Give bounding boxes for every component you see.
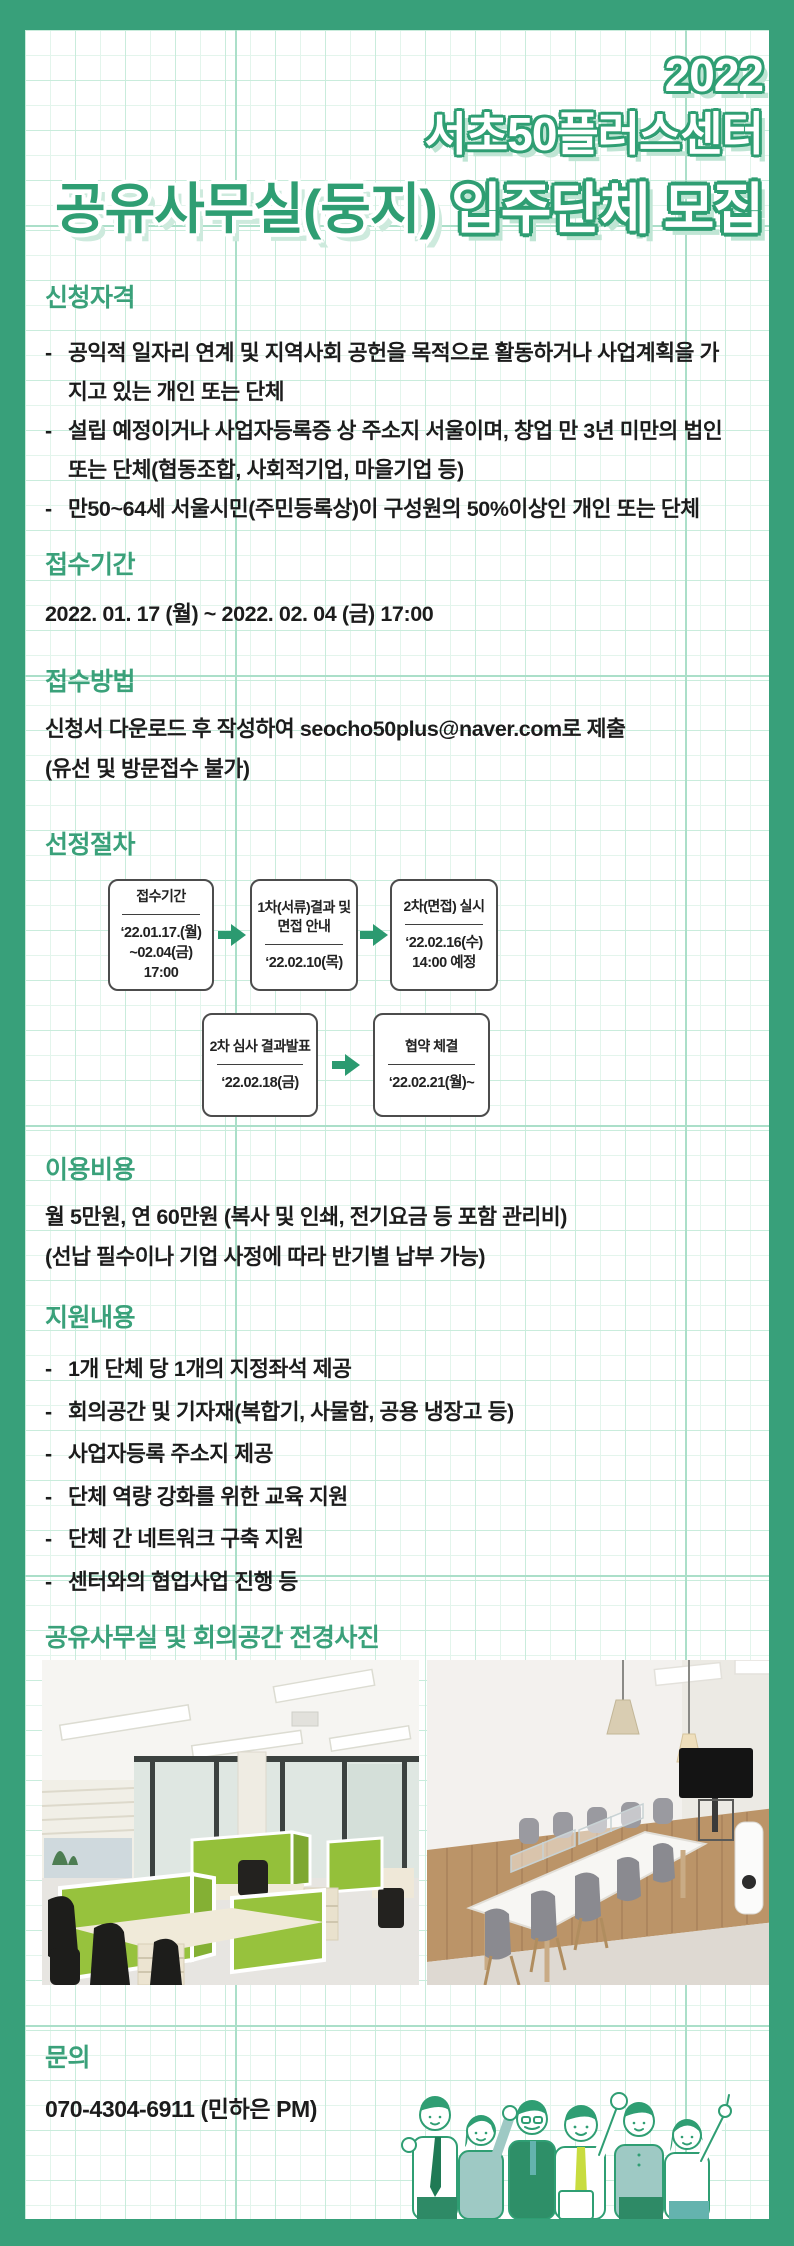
process-flow-row-2: 2차 심사 결과발표 ‘22.02.18(금) 협약 체결 ‘22.02.21(… bbox=[202, 1013, 749, 1117]
bullet-dash: - bbox=[45, 1357, 52, 1381]
hero-title-main: 공유사무실(둥지) bbox=[54, 178, 438, 240]
bullet-dash: - bbox=[45, 341, 52, 365]
period-heading: 접수기간 bbox=[45, 551, 136, 579]
hero-year: 2022 bbox=[664, 49, 764, 101]
process-step-1: 접수기간 ‘22.01.17.(월) ~02.04(금) 17:00 bbox=[108, 879, 214, 991]
contact-phone: 070-4304-6911 (민하은 PM) bbox=[45, 2096, 318, 2122]
process-step-4: 2차 심사 결과발표 ‘22.02.18(금) bbox=[202, 1013, 318, 1117]
meeting-room-photo bbox=[427, 1660, 769, 1985]
cost-heading: 이용비용 bbox=[45, 1156, 136, 1184]
list-item: -1개 단체 당 1개의 지정좌석 제공 bbox=[45, 1348, 749, 1391]
divider bbox=[264, 943, 344, 945]
bullet-dash: - bbox=[45, 1484, 52, 1509]
divider bbox=[388, 1064, 475, 1065]
list-item: -공익적 일자리 연계 및 지역사회 공헌을 목적으로 활동하거나 사업계획을 … bbox=[45, 334, 749, 412]
flow-arrow-icon bbox=[318, 1054, 373, 1076]
photo-row bbox=[42, 1660, 769, 1985]
qualification-heading: 신청자격 bbox=[45, 284, 136, 312]
divider bbox=[404, 924, 484, 925]
section-photos: 공유사무실 및 회의공간 전경사진 bbox=[45, 1618, 749, 1654]
bullet-dash: - bbox=[45, 1399, 52, 1424]
list-item: -단체 역량 강화를 위한 교육 지원 bbox=[45, 1476, 749, 1519]
section-process: 선정절차 접수기간 ‘22.01.17.(월) ~02.04(금) 17:00 … bbox=[45, 825, 749, 1117]
section-cost: 이용비용 월 5만원, 연 60만원 (복사 및 인쇄, 전기요금 등 포함 관… bbox=[45, 1150, 749, 1282]
section-qualification: 신청자격 -공익적 일자리 연계 및 지역사회 공헌을 목적으로 활동하거나 사… bbox=[45, 278, 749, 529]
period-value: 2022. 01. 17 (월) ~ 2022. 02. 04 (금) 17:0… bbox=[45, 602, 434, 626]
hero-org: 서초50플러스센터 bbox=[424, 108, 764, 160]
list-item: -센터와의 협업사업 진행 등 bbox=[45, 1561, 749, 1604]
method-line1: 신청서 다운로드 후 작성하여 seocho50plus@naver.com로 … bbox=[45, 717, 626, 741]
method-heading: 접수방법 bbox=[45, 668, 136, 696]
list-item: -설립 예정이거나 사업자등록증 상 주소지 서울이며, 창업 만 3년 미만의… bbox=[45, 412, 749, 490]
bullet-dash: - bbox=[45, 419, 52, 443]
photos-heading: 공유사무실 및 회의공간 전경사진 bbox=[45, 1624, 380, 1652]
bullet-dash: - bbox=[45, 1569, 52, 1594]
grid-paper-canvas: 2022 서초50플러스센터 공유사무실(둥지) 입주단체 모집 신청자격 -공… bbox=[25, 30, 769, 2219]
divider bbox=[122, 914, 200, 915]
contact-heading: 문의 bbox=[45, 2044, 91, 2072]
divider bbox=[217, 1064, 303, 1065]
support-list: -1개 단체 당 1개의 지정좌석 제공 -회의공간 및 기자재(복합기, 사물… bbox=[45, 1348, 749, 1603]
list-item: -만50~64세 서울시민(주민등록상)이 구성원의 50%이상인 개인 또는 … bbox=[45, 490, 749, 529]
section-contact: 문의 070-4304-6911 (민하은 PM) bbox=[45, 2038, 749, 2124]
section-method: 접수방법 신청서 다운로드 후 작성하여 seocho50plus@naver.… bbox=[45, 662, 749, 794]
cost-line2: (선납 필수이나 기업 사정에 따라 반기별 납부 가능) bbox=[45, 1245, 486, 1269]
method-line2: (유선 및 방문접수 불가) bbox=[45, 757, 250, 781]
process-flow-row-1: 접수기간 ‘22.01.17.(월) ~02.04(금) 17:00 1차(서류… bbox=[108, 879, 749, 991]
list-item: -회의공간 및 기자재(복합기, 사물함, 공용 냉장고 등) bbox=[45, 1391, 749, 1434]
hero-main-title: 공유사무실(둥지) 입주단체 모집 bbox=[31, 170, 764, 248]
qualification-list: -공익적 일자리 연계 및 지역사회 공헌을 목적으로 활동하거나 사업계획을 … bbox=[45, 334, 749, 529]
cost-line1: 월 5만원, 연 60만원 (복사 및 인쇄, 전기요금 등 포함 관리비) bbox=[45, 1205, 568, 1229]
bullet-dash: - bbox=[45, 1527, 52, 1551]
support-heading: 지원내용 bbox=[45, 1304, 136, 1332]
bullet-dash: - bbox=[45, 497, 52, 521]
process-step-3: 2차(면접) 실시 ‘22.02.16(수) 14:00 예정 bbox=[390, 879, 498, 991]
shared-office-photo bbox=[42, 1660, 419, 1985]
section-support: 지원내용 -1개 단체 당 1개의 지정좌석 제공 -회의공간 및 기자재(복합… bbox=[45, 1298, 749, 1603]
list-item: -단체 간 네트워크 구축 지원 bbox=[45, 1518, 749, 1561]
process-step-5: 협약 체결 ‘22.02.21(월)~ bbox=[373, 1013, 490, 1117]
flow-arrow-icon bbox=[358, 924, 390, 946]
section-period: 접수기간 2022. 01. 17 (월) ~ 2022. 02. 04 (금)… bbox=[45, 545, 749, 628]
people-illustration bbox=[401, 2092, 732, 2219]
flow-arrow-icon bbox=[214, 924, 250, 946]
list-item: -사업자등록 주소지 제공 bbox=[45, 1433, 749, 1476]
bullet-dash: - bbox=[45, 1442, 52, 1466]
process-step-2: 1차(서류)결과 및 면접 안내 ‘22.02.10(목) bbox=[250, 879, 358, 991]
hero-title-sub: 입주단체 모집 bbox=[451, 178, 764, 240]
process-heading: 선정절차 bbox=[45, 831, 136, 859]
hero-title-block: 2022 서초50플러스센터 공유사무실(둥지) 입주단체 모집 bbox=[31, 46, 764, 248]
